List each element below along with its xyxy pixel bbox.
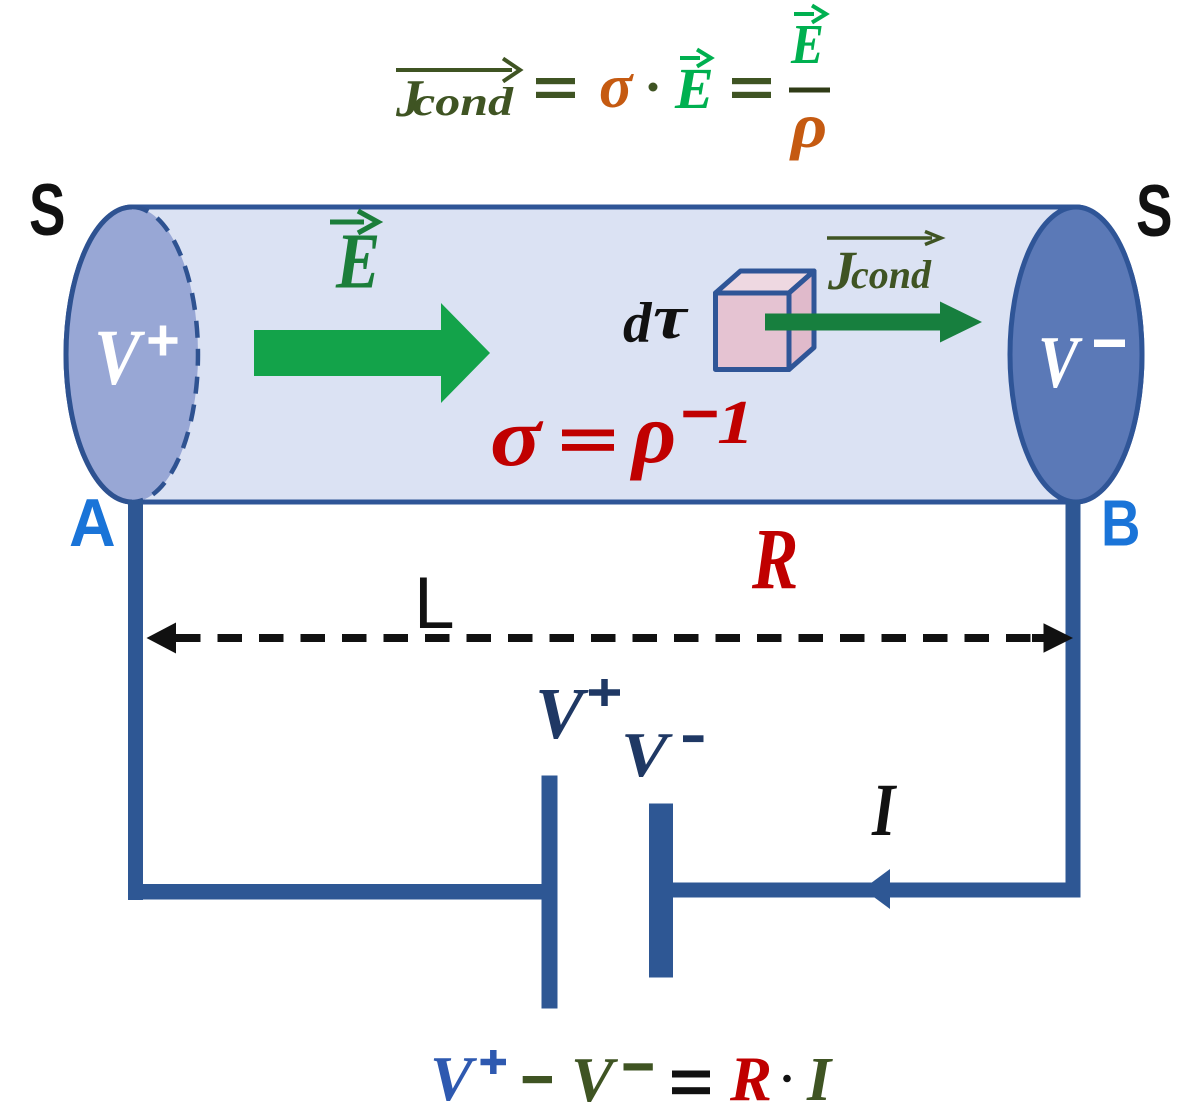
svg-text:E: E (335, 217, 380, 305)
svg-text:V: V (430, 1043, 478, 1113)
svg-text:σ: σ (490, 391, 544, 484)
svg-text:cond: cond (851, 252, 932, 297)
svg-text:A: A (69, 486, 116, 562)
svg-text:I: I (806, 1046, 833, 1113)
svg-text:τ: τ (653, 283, 689, 353)
svg-text:E: E (674, 56, 714, 121)
svg-text:L: L (414, 563, 455, 644)
svg-text:B: B (1101, 487, 1140, 560)
svg-text:ρ: ρ (789, 90, 827, 161)
svg-text:σ: σ (599, 53, 634, 121)
svg-text:S: S (29, 169, 66, 250)
svg-text:ρ: ρ (629, 385, 676, 481)
svg-text:R: R (729, 1044, 772, 1113)
svg-text:E: E (790, 14, 824, 76)
svg-text:R: R (751, 512, 798, 608)
svg-text:V: V (621, 719, 673, 790)
svg-text:V: V (571, 1044, 619, 1113)
svg-text:J: J (827, 240, 857, 301)
svg-text:1: 1 (717, 388, 754, 457)
svg-text:V: V (1038, 321, 1083, 403)
svg-text:S: S (1136, 170, 1173, 251)
svg-text:V: V (535, 673, 589, 754)
svg-text:cond: cond (413, 79, 514, 124)
svg-text:I: I (871, 768, 898, 852)
svg-text:V: V (94, 315, 145, 402)
svg-text:d: d (623, 292, 653, 355)
svg-text:J: J (395, 70, 424, 128)
